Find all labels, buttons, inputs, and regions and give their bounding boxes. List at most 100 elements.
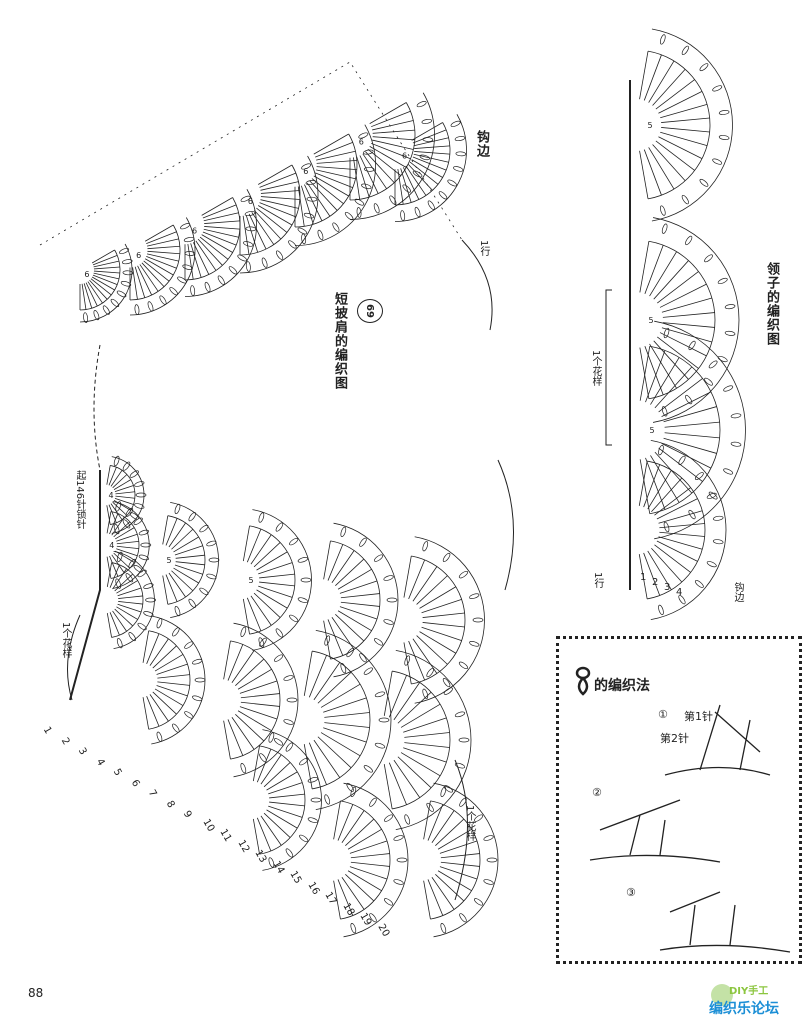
fan-motif — [223, 622, 299, 778]
chain-loop — [258, 637, 265, 648]
double-crochet-stitch — [659, 332, 707, 357]
chain-loop — [472, 617, 484, 623]
double-crochet-stitch — [117, 587, 142, 597]
double-crochet-stitch — [139, 264, 159, 292]
double-crochet-stitch — [658, 136, 703, 160]
double-crochet-stitch — [316, 159, 357, 164]
double-crochet-stitch — [651, 547, 683, 583]
step-1-label-second: 第2针 — [660, 732, 689, 745]
double-crochet-stitch — [352, 157, 361, 200]
chain-loop — [217, 275, 225, 285]
fan-motif — [303, 629, 392, 811]
chain-loop — [704, 254, 713, 263]
shawl-title: 短披肩的编织图 — [332, 292, 347, 390]
chain-count-label: 6 — [248, 197, 253, 206]
chain-loop — [681, 194, 689, 205]
double-crochet-stitch — [154, 654, 184, 672]
double-crochet-stitch — [412, 638, 438, 674]
chain-loop — [240, 195, 251, 202]
double-crochet-stitch — [202, 231, 237, 246]
chain-loop — [442, 552, 451, 562]
chain-loop — [359, 537, 367, 547]
outer-arc — [294, 124, 376, 246]
double-crochet-stitch — [656, 540, 698, 562]
chain-loop — [113, 523, 120, 535]
chain-loop — [350, 922, 357, 934]
double-crochet-stitch — [371, 110, 411, 128]
double-crochet-stitch — [116, 580, 138, 594]
fan-arc — [111, 562, 144, 638]
chain-loop — [724, 304, 736, 310]
double-crochet-stitch — [422, 622, 465, 628]
chain-loop — [128, 558, 136, 568]
chain-loop — [93, 310, 100, 321]
chain-loop — [712, 158, 723, 165]
double-crochet-stitch — [416, 635, 448, 665]
fan-arc — [392, 670, 451, 810]
double-crochet-stitch — [165, 574, 178, 602]
double-crochet-stitch — [257, 164, 293, 185]
chain-loop — [261, 257, 268, 268]
collar-diagram: 555 — [638, 28, 746, 621]
fan-motif — [323, 522, 399, 678]
double-crochet-stitch — [648, 60, 675, 103]
chain-loop — [122, 270, 134, 276]
chain-loop — [663, 327, 670, 339]
double-crochet-stitch — [638, 460, 648, 506]
double-crochet-stitch — [341, 810, 365, 843]
double-crochet-stitch — [118, 595, 143, 599]
chain-loop — [208, 557, 220, 563]
double-crochet-stitch — [412, 129, 447, 144]
chain-loop — [458, 661, 469, 670]
chain-loop — [143, 583, 154, 589]
fan-arc — [184, 197, 241, 281]
double-crochet-stitch — [174, 545, 203, 556]
collar-repeat-bracket — [605, 289, 612, 446]
double-crochet-stitch — [195, 240, 217, 271]
double-crochet-stitch — [643, 54, 662, 101]
double-crochet-stitch — [301, 185, 314, 225]
double-crochet-stitch — [644, 245, 664, 294]
double-crochet-stitch — [227, 644, 244, 681]
outer-arc — [654, 320, 746, 540]
double-crochet-stitch — [403, 717, 447, 733]
step-1-label-first: 第1针 — [684, 710, 713, 723]
chain-loop — [332, 222, 340, 232]
chain-loop — [240, 626, 247, 638]
double-crochet-stitch — [106, 505, 111, 525]
double-crochet-stitch — [223, 640, 231, 680]
chain-loop — [718, 135, 730, 140]
fan-arc — [259, 745, 306, 855]
double-crochet-stitch — [109, 513, 119, 535]
chain-loop — [681, 45, 689, 56]
double-crochet-stitch — [337, 568, 372, 590]
double-crochet-stitch — [643, 552, 661, 596]
double-crochet-stitch — [308, 742, 327, 785]
fan-arc — [349, 102, 416, 201]
double-crochet-stitch — [258, 562, 293, 575]
double-crochet-stitch — [439, 840, 478, 854]
chain-loop — [244, 211, 256, 217]
double-crochet-stitch — [658, 510, 703, 524]
step-2-marker: ② — [592, 786, 602, 799]
fan-motif: 5 — [639, 28, 733, 222]
double-crochet-stitch — [304, 184, 323, 222]
chain-loop — [442, 678, 451, 688]
chain-loop — [718, 110, 730, 115]
chain-loop — [453, 166, 464, 172]
double-crochet-stitch — [235, 658, 265, 686]
double-crochet-stitch — [652, 68, 686, 106]
double-crochet-stitch — [174, 564, 203, 575]
chain-loop — [483, 879, 494, 885]
double-crochet-stitch — [413, 137, 449, 147]
fan-arc — [148, 630, 191, 730]
chain-loop — [374, 691, 386, 698]
double-crochet-stitch — [653, 260, 689, 300]
outer-arc — [395, 649, 472, 831]
fan-motif: 5 — [639, 217, 740, 423]
double-crochet-stitch — [173, 536, 199, 553]
double-crochet-stitch — [268, 805, 303, 818]
double-crochet-stitch — [303, 650, 313, 696]
double-crochet-stitch — [393, 759, 421, 798]
double-crochet-stitch — [657, 271, 699, 304]
